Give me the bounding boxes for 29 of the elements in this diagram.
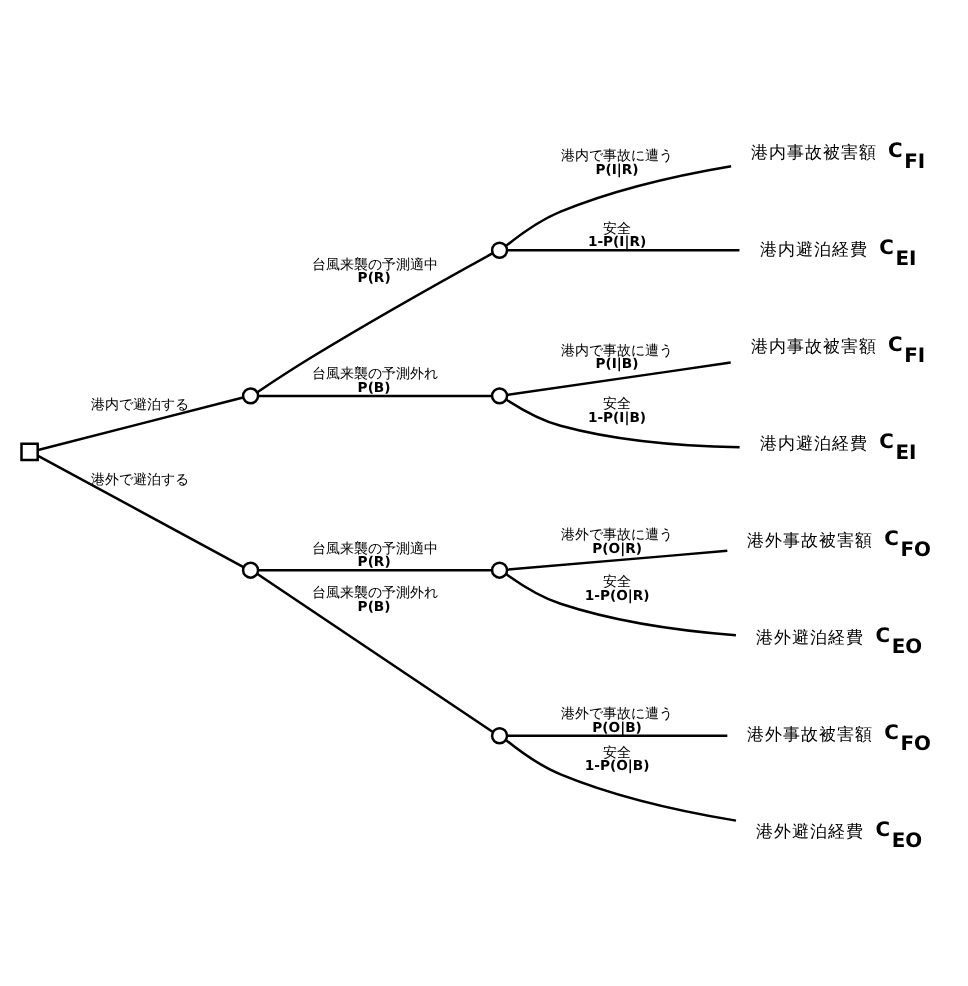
connector xyxy=(505,164,732,247)
connector xyxy=(258,394,493,398)
node-text: 港外避泊経費 xyxy=(756,629,865,650)
node-text: 港外事故被害額 xyxy=(747,532,874,553)
connector xyxy=(505,398,740,449)
node-circle xyxy=(241,387,260,405)
node-circle xyxy=(490,561,509,579)
connector xyxy=(507,361,731,397)
connector xyxy=(505,573,737,637)
connector xyxy=(507,249,740,252)
node-text: 港内避泊経費 xyxy=(759,435,868,456)
connector xyxy=(505,739,737,822)
node-box xyxy=(20,442,39,462)
connector xyxy=(507,734,728,737)
node-circle xyxy=(490,241,509,259)
node-text: 港内避泊経費 xyxy=(759,240,868,261)
node-text: 港外避泊経費 xyxy=(756,823,865,844)
node-circle xyxy=(241,561,260,579)
node-text: 港内事故被害額 xyxy=(751,337,878,358)
connector xyxy=(256,252,494,394)
node-text: 港内事故被害額 xyxy=(751,143,878,164)
connector xyxy=(258,568,493,572)
connector xyxy=(256,572,494,734)
connector xyxy=(37,396,244,452)
connector xyxy=(507,549,728,571)
connector xyxy=(37,454,245,569)
node-circle xyxy=(490,387,509,405)
node-circle xyxy=(490,727,509,745)
node-text: 港外事故被害額 xyxy=(747,726,874,747)
